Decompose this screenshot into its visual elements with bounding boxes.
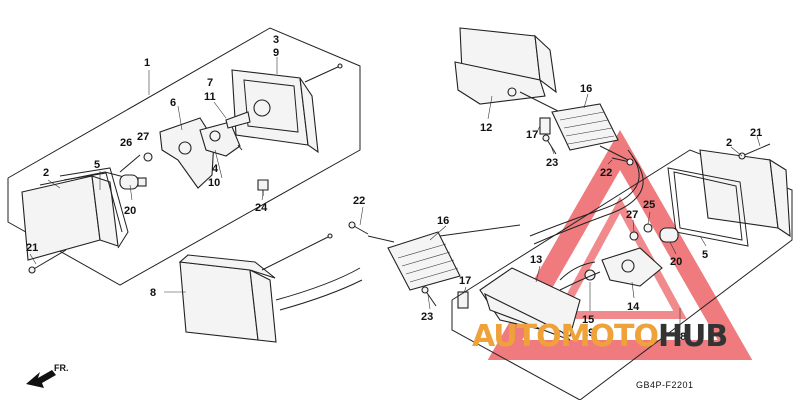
callout-18: 18	[674, 331, 686, 343]
callout-10: 10	[208, 177, 220, 189]
right-lower-frame	[451, 149, 793, 400]
right-gasket	[667, 167, 749, 247]
bulb-right	[659, 227, 679, 243]
bolt-23-upper	[542, 134, 557, 155]
callout-11: 11	[204, 91, 216, 103]
watermark-part-1: AUTO	[472, 319, 561, 354]
bolt-24	[257, 179, 269, 196]
callout-9: 9	[273, 47, 279, 59]
callout-14: 14	[627, 301, 640, 313]
watermark-logo: AUTOMOTOHUB	[472, 319, 728, 354]
callout-labels: 1 2 3 9 5 6 7 11 26 27 4 10 20 21 24 22 …	[26, 34, 762, 343]
callout-2-right: 2	[726, 137, 732, 149]
watermark-part-2: MOTO	[561, 319, 658, 354]
callout-5-left: 5	[94, 159, 100, 171]
callout-22-lower: 22	[353, 195, 365, 207]
washer-27-right	[629, 223, 653, 241]
callout-25: 25	[643, 199, 655, 211]
stay-16-lower	[367, 224, 521, 291]
rear-light-13	[479, 267, 581, 341]
watermark-part-3: HUB	[658, 319, 727, 354]
left-gasket	[59, 167, 129, 249]
wire-harness	[529, 149, 644, 245]
bolt-22	[348, 221, 369, 235]
bulb-left	[119, 174, 147, 190]
callout-22-upper: 22	[600, 167, 612, 179]
screw-21-right	[738, 143, 771, 160]
leader-lines	[29, 57, 761, 328]
bolt-22-upper	[611, 157, 634, 166]
callout-16-upper: 16	[580, 83, 592, 95]
callout-7: 7	[207, 77, 213, 89]
callout-26: 26	[120, 137, 132, 149]
callout-27-right: 27	[626, 209, 638, 221]
left-rear-signal	[178, 233, 363, 343]
socket-4	[199, 121, 243, 157]
stay-16-upper	[551, 103, 629, 161]
callout-23-upper: 23	[546, 157, 558, 169]
front-direction-label: FR.	[54, 363, 69, 373]
callout-17-lower: 17	[459, 275, 471, 287]
bracket-6	[159, 117, 215, 189]
callout-15: 15	[582, 314, 594, 326]
bolt-23-lower	[421, 286, 437, 307]
callout-20-left: 20	[124, 205, 136, 217]
collar-17-upper	[539, 117, 551, 135]
callout-12: 12	[480, 122, 492, 134]
left-assembly-frame	[7, 27, 361, 286]
callout-8: 8	[150, 287, 156, 299]
callout-16-lower: 16	[437, 215, 449, 227]
front-direction-arrow: FR.	[26, 363, 69, 388]
callout-17-upper: 17	[526, 129, 538, 141]
callout-21-left: 21	[26, 242, 38, 254]
callout-19: 19	[582, 327, 594, 339]
callout-24: 24	[255, 202, 268, 214]
screw-21-left	[28, 249, 67, 274]
socket-15	[559, 261, 601, 291]
left-front-lens	[21, 171, 129, 261]
screw-26	[119, 152, 153, 173]
bracket-14	[601, 247, 663, 287]
callout-23-lower: 23	[421, 311, 433, 323]
callout-3: 3	[273, 34, 279, 46]
right-rear-signal	[454, 27, 561, 113]
callout-6: 6	[170, 97, 176, 109]
collar-17-lower	[457, 291, 469, 309]
left-rear-housing	[231, 63, 343, 154]
callout-4: 4	[212, 163, 219, 175]
callout-2-left: 2	[43, 167, 49, 179]
callout-5-right: 5	[702, 249, 708, 261]
drawing-code: GB4P-F2201	[636, 380, 694, 390]
callout-21-right: 21	[750, 127, 762, 139]
callout-20-right: 20	[670, 256, 682, 268]
callout-13: 13	[530, 254, 542, 266]
callout-27-left: 27	[137, 131, 149, 143]
right-front-lens	[699, 149, 791, 238]
callout-1: 1	[144, 57, 150, 69]
screw-11	[225, 111, 251, 129]
watermark-text: AUTOMOTOHUB	[472, 319, 727, 354]
